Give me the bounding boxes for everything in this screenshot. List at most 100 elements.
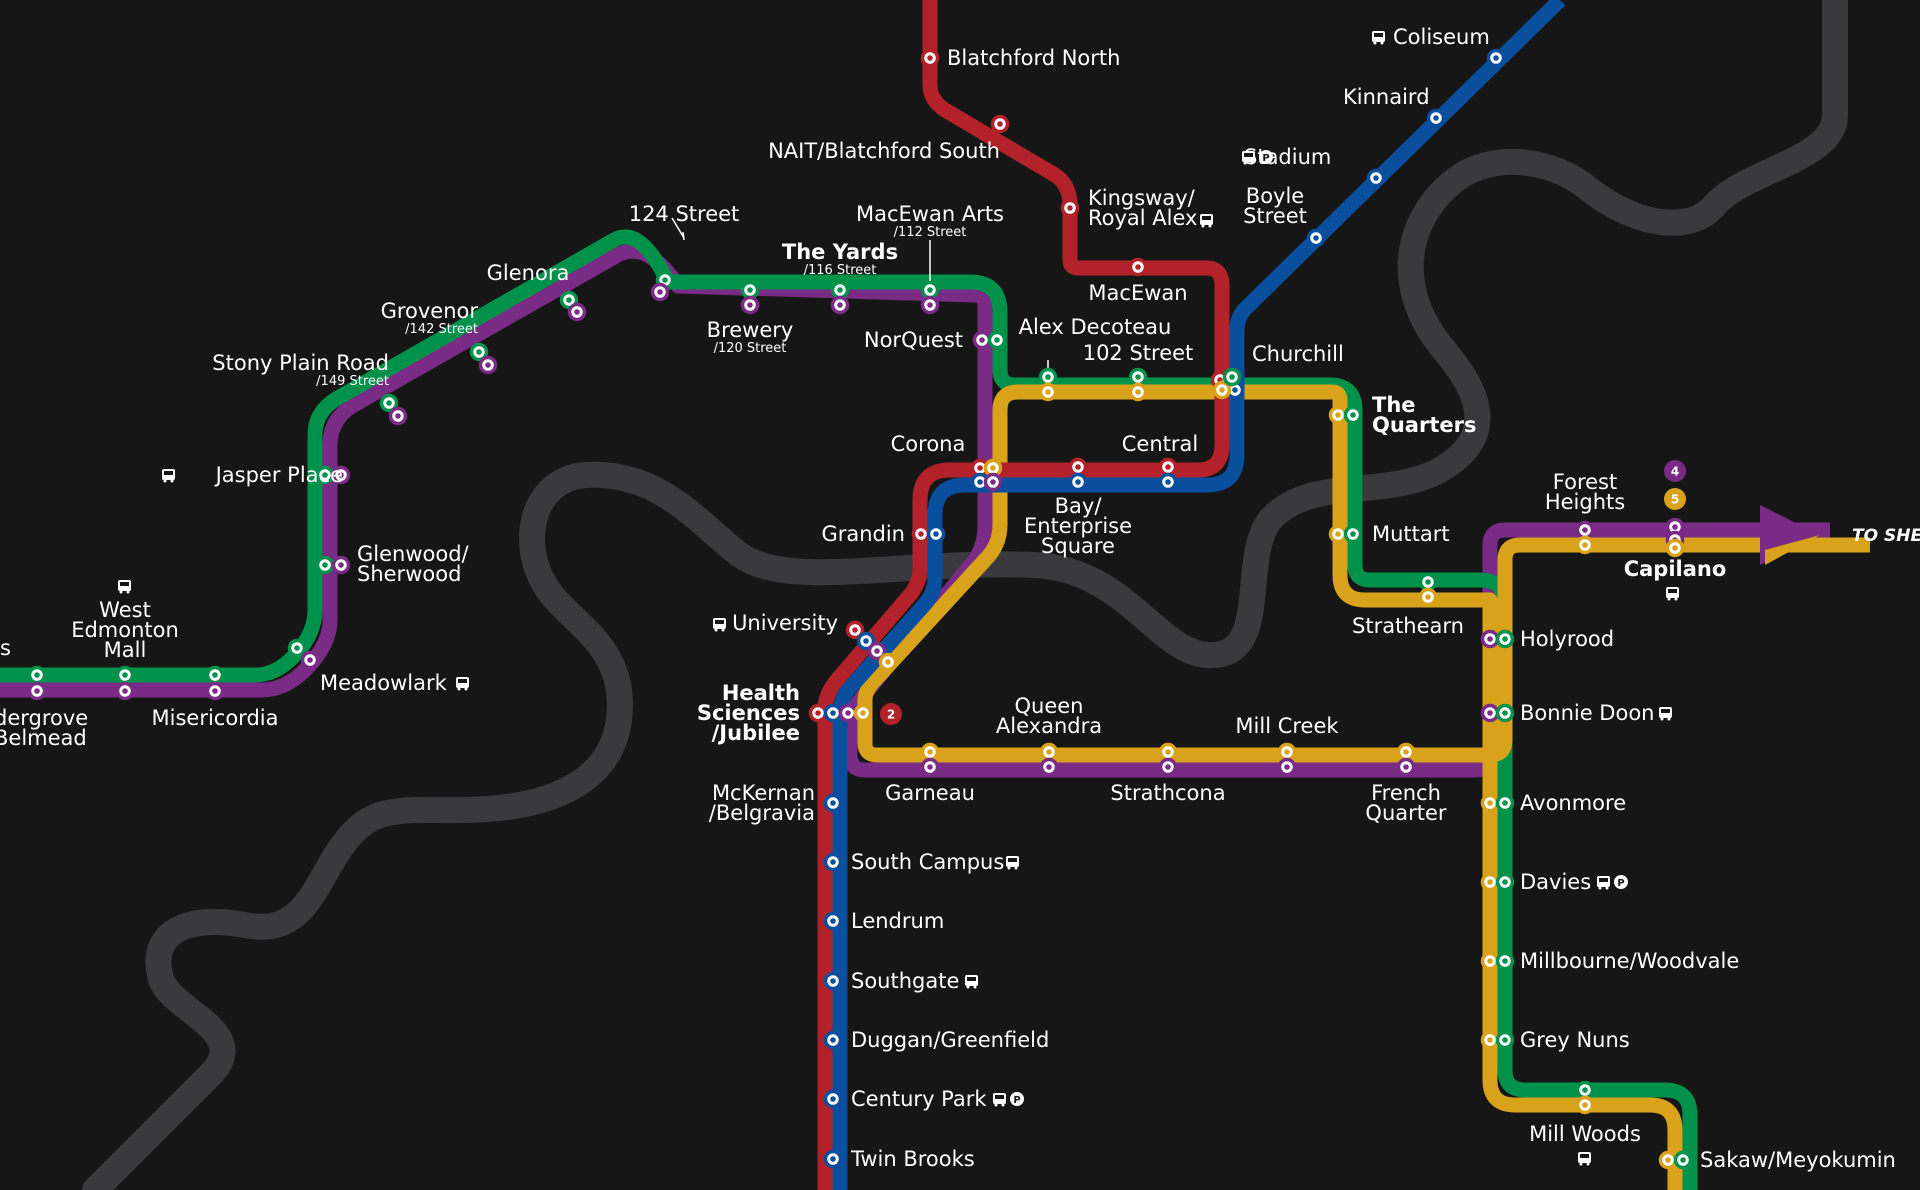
- bus-icon: [965, 975, 978, 989]
- station-marker-core: [1335, 412, 1341, 418]
- station-mckernan[interactable]: [823, 793, 843, 813]
- station-misericordia[interactable]: [205, 665, 225, 701]
- svg-text:4: 4: [1671, 465, 1679, 479]
- station-the-yards[interactable]: [830, 280, 850, 315]
- station-label: 124 Street: [629, 202, 740, 226]
- station-label: The Yards: [782, 240, 898, 264]
- station-avonmore[interactable]: [1480, 793, 1515, 813]
- station-brewery[interactable]: [740, 280, 760, 315]
- station-sublabel: /120 Street: [714, 341, 787, 356]
- station-strathcona[interactable]: [1158, 742, 1178, 777]
- station-french-quarter[interactable]: [1396, 742, 1416, 777]
- station-label: Grandin: [821, 522, 905, 546]
- station-102-street[interactable]: [1128, 367, 1148, 402]
- station-marker-core: [212, 688, 218, 694]
- station-duggan[interactable]: [823, 1030, 843, 1050]
- station-label: Garneau: [885, 781, 975, 805]
- station-meadowlark[interactable]: [287, 638, 320, 670]
- station-queen-alexandra[interactable]: [1039, 742, 1059, 777]
- station-label: Davies: [1520, 870, 1591, 894]
- station-marker-core: [1165, 764, 1171, 770]
- station-marker-core: [977, 479, 983, 485]
- station-marker-core: [927, 764, 933, 770]
- station-label: Edmonton: [71, 618, 179, 642]
- station-churchill[interactable]: [1210, 367, 1245, 400]
- station-health-sciences[interactable]: [808, 703, 873, 723]
- station-garneau[interactable]: [920, 742, 940, 777]
- station-label: Churchill: [1252, 342, 1344, 366]
- station-lendrum[interactable]: [823, 911, 843, 931]
- line-green: [0, 229, 1698, 1190]
- station-grovenor[interactable]: [469, 342, 498, 375]
- station-marker-core: [1046, 764, 1052, 770]
- station-century-park[interactable]: [823, 1089, 843, 1109]
- station-alex-decoteau[interactable]: [1038, 367, 1058, 402]
- station-davies[interactable]: [1480, 872, 1515, 892]
- station-grandin[interactable]: [911, 524, 946, 544]
- station-university[interactable]: [845, 620, 898, 672]
- station-macewan-arts[interactable]: [920, 280, 940, 315]
- station-label: NorQuest: [864, 328, 963, 352]
- station-marker-core: [1425, 579, 1431, 585]
- station-marker-core: [34, 672, 40, 678]
- station-macewan[interactable]: [1128, 257, 1148, 277]
- station-jasper-place[interactable]: [315, 465, 351, 485]
- station-marker-core: [1487, 800, 1493, 806]
- station-label: Strathearn: [1352, 614, 1464, 638]
- station-south-campus[interactable]: [823, 852, 843, 872]
- station-belmead[interactable]: [27, 665, 47, 701]
- station-west-edmonton-mall[interactable]: [115, 665, 135, 701]
- station-label: Coliseum: [1393, 25, 1490, 49]
- station-kinnaird[interactable]: [1426, 108, 1446, 128]
- station-glenora[interactable]: [559, 290, 587, 322]
- station-kingsway[interactable]: [1060, 198, 1080, 218]
- station-marker-core: [979, 337, 985, 343]
- station-marker-core: [1493, 55, 1499, 61]
- station-the-quarters[interactable]: [1328, 405, 1363, 425]
- station-stadium[interactable]: [1366, 168, 1386, 188]
- station-label: Square: [1041, 534, 1115, 558]
- station-boyle-street[interactable]: [1306, 228, 1326, 248]
- station-marker-core: [574, 309, 580, 315]
- station-mill-woods[interactable]: [1575, 1080, 1595, 1115]
- station-holyrood[interactable]: [1480, 629, 1515, 649]
- station-marker-core: [1335, 531, 1341, 537]
- station-label: Belmead: [0, 726, 87, 750]
- station-sublabel: /142 Street: [405, 322, 478, 337]
- station-marker-core: [1433, 115, 1439, 121]
- parking-icon: P: [1010, 1092, 1024, 1106]
- arrow-head-gold: [1765, 535, 1820, 565]
- station-central[interactable]: [1158, 457, 1178, 492]
- station-label: Blatchford North: [947, 46, 1120, 70]
- station-label: Quarter: [1365, 801, 1446, 825]
- station-marker-core: [990, 465, 996, 471]
- station-millbourne[interactable]: [1480, 951, 1515, 971]
- station-forest-heights[interactable]: [1575, 520, 1595, 555]
- station-marker-core: [1046, 749, 1052, 755]
- station-label: French: [1371, 781, 1441, 805]
- station-sakaw[interactable]: [1658, 1150, 1693, 1170]
- station-blatchford-north[interactable]: [920, 48, 940, 68]
- station-label: Grey Nuns: [1520, 1028, 1630, 1052]
- station-muttart[interactable]: [1328, 524, 1363, 544]
- station-label: Bay/: [1055, 494, 1103, 518]
- station-grey-nuns[interactable]: [1480, 1030, 1515, 1050]
- station-capilano[interactable]: [1665, 517, 1685, 558]
- station-glenwood[interactable]: [315, 555, 351, 575]
- station-nait[interactable]: [990, 114, 1010, 134]
- station-marker-core: [294, 645, 300, 651]
- station-southgate[interactable]: [823, 971, 843, 991]
- station-strathearn[interactable]: [1418, 572, 1438, 607]
- station-marker-core: [338, 562, 344, 568]
- station-124-street[interactable]: [650, 270, 675, 302]
- station-coliseum[interactable]: [1486, 48, 1506, 68]
- station-mill-creek[interactable]: [1277, 742, 1297, 777]
- station-marker-core: [212, 672, 218, 678]
- station-bay-enterprise[interactable]: [1068, 457, 1088, 492]
- station-twin-brooks[interactable]: [823, 1149, 843, 1169]
- station-bonnie-doon[interactable]: [1480, 703, 1515, 723]
- station-norquest[interactable]: [972, 330, 1007, 350]
- station-corona[interactable]: [970, 458, 1003, 492]
- station-stony-plain-road[interactable]: [379, 393, 408, 426]
